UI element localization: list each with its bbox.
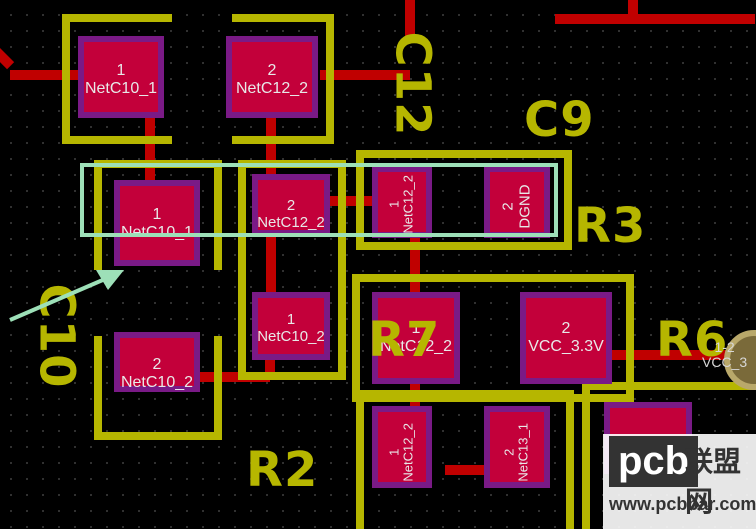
outline-c12	[62, 14, 334, 144]
watermark-name: 联盟网	[685, 446, 742, 517]
watermark-url: www.pcbbar.com	[609, 494, 756, 514]
designator-r7: R7	[368, 312, 441, 368]
pad-c9-1[interactable]	[378, 172, 426, 232]
pad-c9-2[interactable]	[490, 172, 544, 232]
outline-r7	[352, 274, 634, 402]
track	[145, 110, 155, 200]
pad-r7-1[interactable]	[378, 298, 454, 378]
pad-c12-1[interactable]	[84, 42, 158, 112]
designator-c9: C9	[524, 92, 595, 148]
designator-r3: R3	[574, 198, 647, 254]
designator-c10: C10	[28, 283, 85, 389]
outline-right-part	[582, 382, 756, 529]
highlight-box	[80, 163, 558, 237]
track	[405, 0, 415, 40]
pad-r2-2[interactable]	[258, 180, 324, 230]
pad-r3-2[interactable]	[490, 412, 544, 482]
designator-r2: R2	[246, 442, 319, 498]
pad-r7-2[interactable]	[526, 298, 606, 378]
pad-c10-1[interactable]	[120, 186, 194, 260]
outline-c9	[356, 150, 572, 250]
outline-c12-bottom-left	[62, 136, 172, 144]
track	[266, 230, 276, 300]
outline-c12-top-right	[232, 14, 334, 22]
pad-c12-2[interactable]	[232, 42, 312, 112]
track	[266, 110, 276, 200]
pad-c10-2[interactable]	[120, 338, 194, 386]
track	[320, 70, 410, 80]
designator-r6: R6	[656, 312, 729, 368]
pad-r2-1[interactable]	[258, 298, 324, 354]
watermark-logo: pcb	[609, 436, 699, 487]
outline-c10-bottom	[94, 336, 222, 440]
track	[555, 14, 755, 24]
track	[200, 372, 270, 382]
watermark: pcb 联盟网 www.pcbbar.com	[603, 434, 756, 529]
outline-r3	[356, 390, 574, 529]
designator-c12: C12	[384, 31, 441, 137]
pad-r3-1[interactable]	[378, 412, 426, 482]
track	[600, 350, 730, 360]
outline-c12-bottom-right	[232, 136, 334, 144]
track	[445, 465, 525, 475]
track	[0, 48, 15, 70]
track	[265, 335, 275, 380]
track	[628, 0, 638, 20]
outline-c12-top-left	[62, 14, 172, 22]
